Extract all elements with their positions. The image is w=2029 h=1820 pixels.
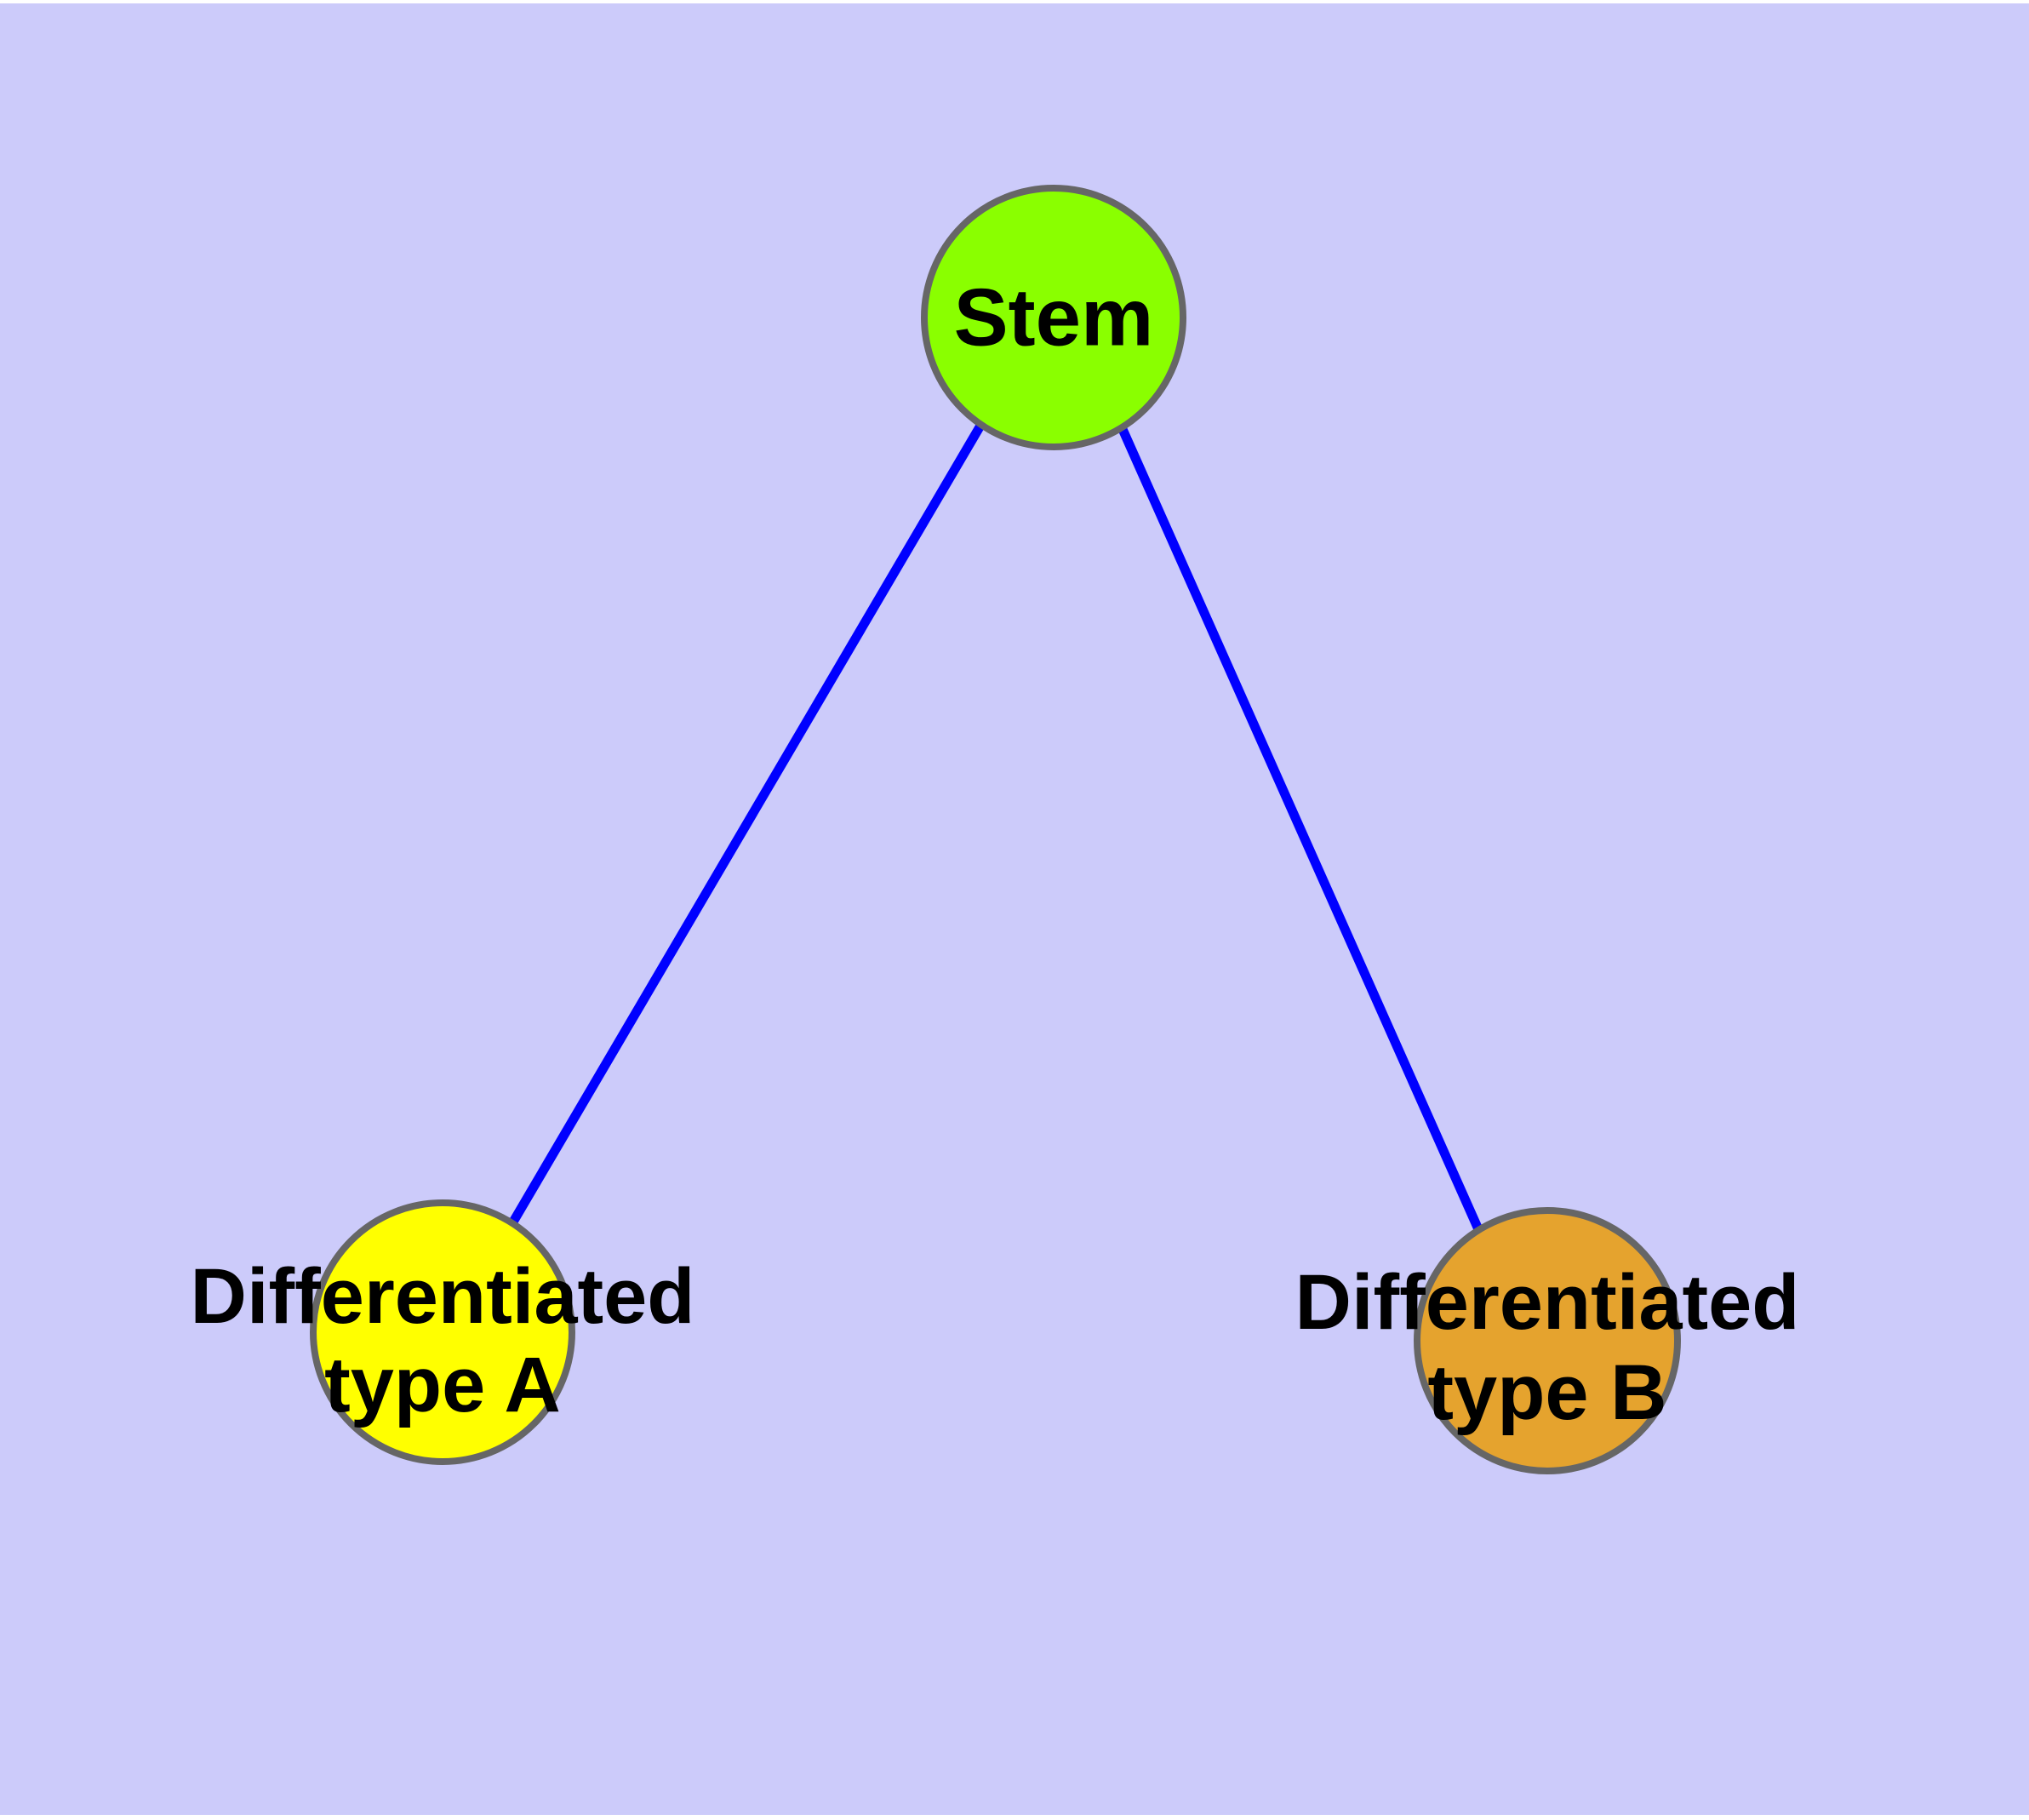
node-stem-label: Stem [954,272,1154,363]
node-differentiated-type-b-label-line1: Differentiated [1295,1259,1800,1346]
edge-stem-to-differentiated-type-b[interactable] [1117,425,1483,1232]
node-differentiated-type-a-label-line1: Differentiated [191,1253,695,1340]
node-differentiated-type-b-label-line2: type B [1427,1349,1666,1436]
node-stem-circle[interactable] [921,185,1186,450]
node-differentiated-type-b[interactable]: Differentiated type B [1295,1207,1800,1474]
node-differentiated-type-a-label-line2: type A [324,1342,561,1428]
edge-stem-to-differentiated-type-a[interactable] [508,423,985,1226]
edge-layer [508,423,1483,1232]
node-layer: Stem Differentiated type A Differentiate… [191,185,1800,1474]
node-differentiated-type-a-circle[interactable] [310,1199,575,1465]
node-differentiated-type-b-circle[interactable] [1414,1207,1681,1474]
node-differentiated-type-a[interactable]: Differentiated type A [191,1199,695,1465]
node-stem[interactable]: Stem [921,185,1186,450]
